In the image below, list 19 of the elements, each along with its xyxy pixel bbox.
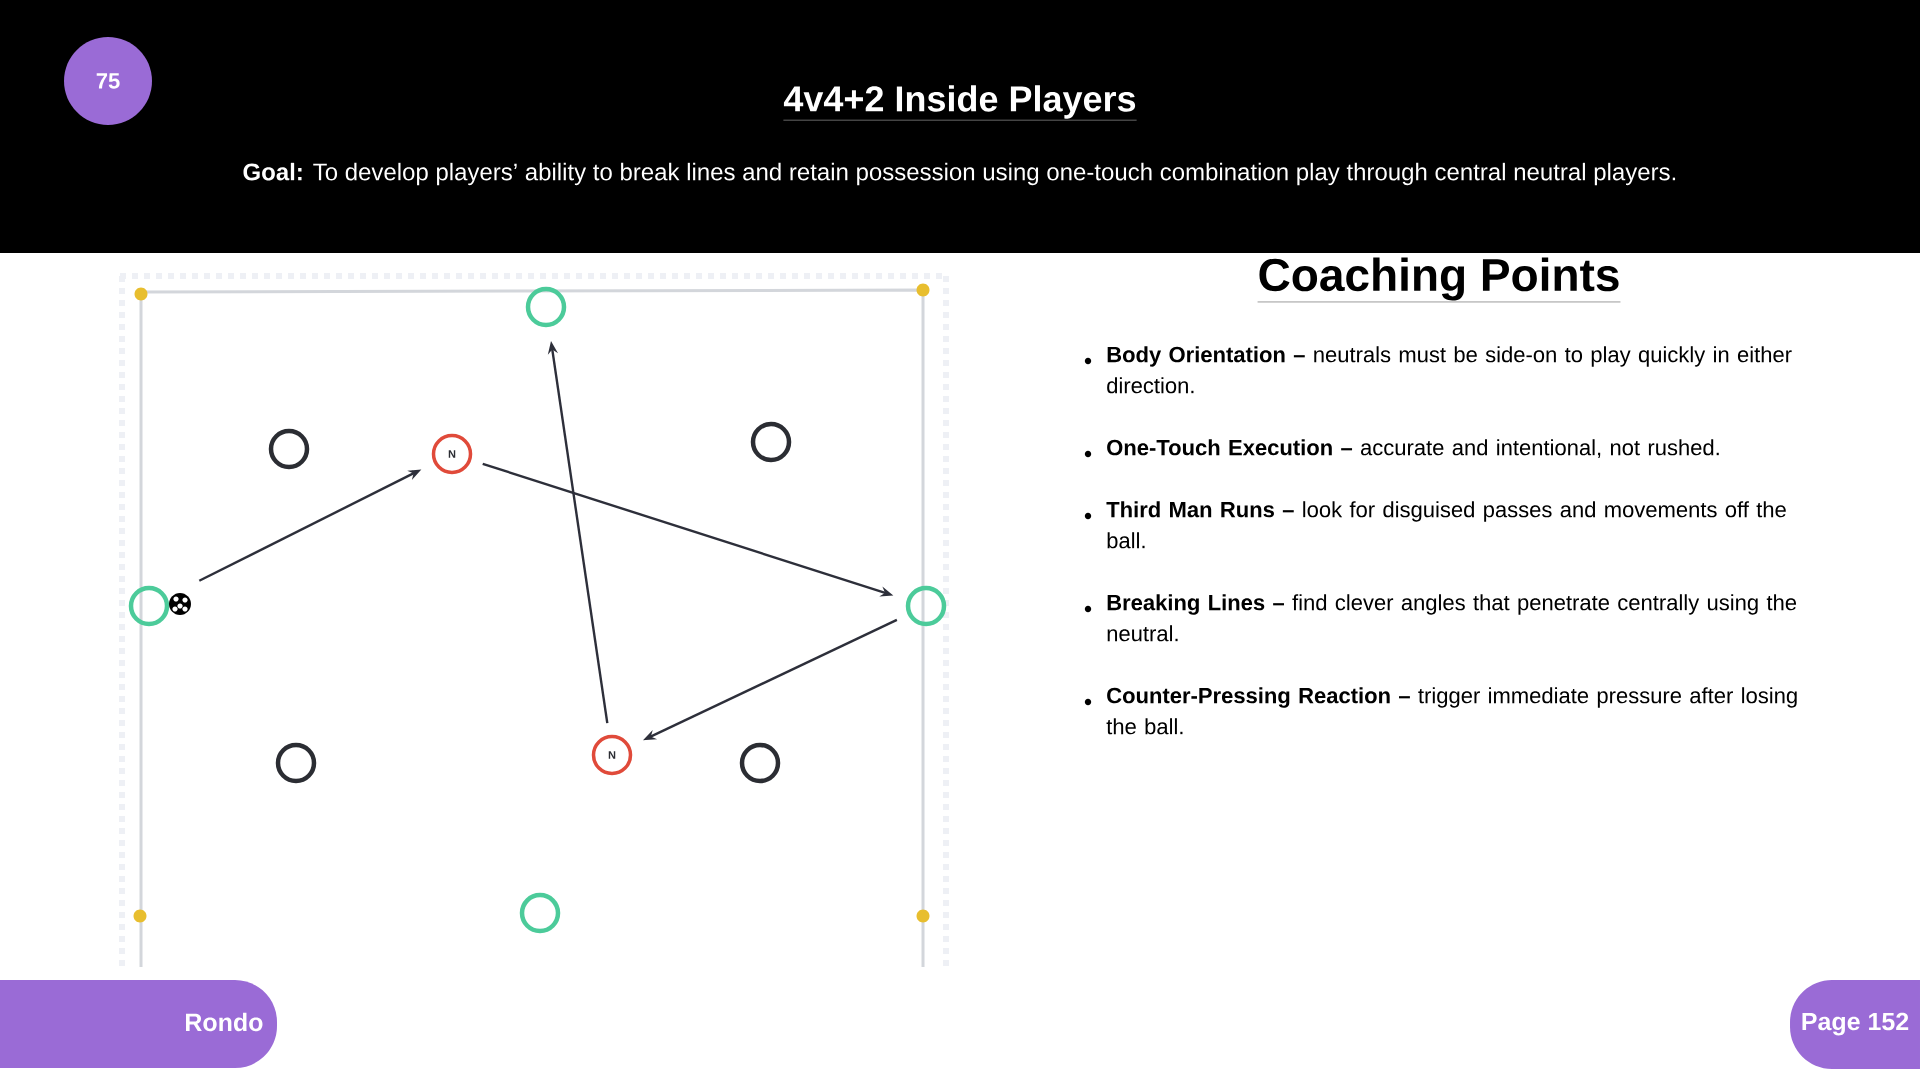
coaching-point: Breaking Lines – find clever angles that penetrate centrally using the neutral.	[1107, 594, 1797, 642]
player-circle	[275, 742, 317, 784]
player-circle	[750, 421, 792, 463]
player-circle	[739, 742, 781, 784]
player-circle	[525, 286, 567, 328]
player-circle	[268, 428, 310, 470]
number-badge: 75	[64, 37, 152, 125]
coaching-point: Third Man Runs – look for disguised passes and movements off the ball.	[1106, 501, 1786, 549]
coaching-point: One-Touch Execution – accurate and intentional, not rushed.	[1107, 439, 1719, 458]
player-circle	[519, 892, 561, 934]
title: 4v4+2 Inside Players	[783, 85, 1137, 121]
page-tab: Page 152	[1790, 980, 1920, 1069]
coaching-point: Counter-Pressing Reaction – trigger immediate pressure after losing the ball.	[1106, 687, 1797, 735]
section-tab: Rondo	[0, 980, 277, 1068]
section-heading: Coaching Points	[1257, 257, 1621, 303]
player-circle	[128, 585, 170, 627]
goal-text: Goal: To develop players’ ability to break lines and retain possession using one-touch combination play through central neutral players.	[243, 162, 1676, 186]
coaching-point: Body Orientation – neutrals must be side-on to play quickly in either direction.	[1107, 346, 1792, 394]
player-circle	[905, 585, 947, 627]
